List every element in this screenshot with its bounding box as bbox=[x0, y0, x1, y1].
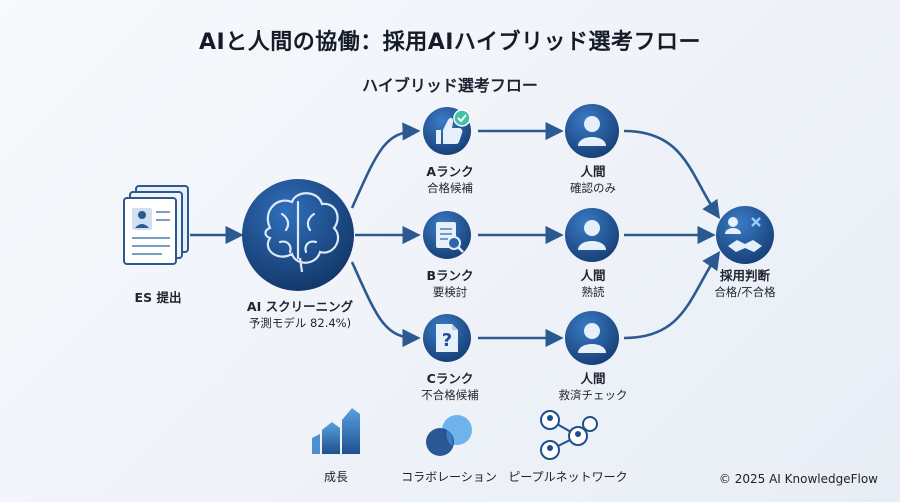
c-rank-sub: 不合格候補 bbox=[421, 388, 479, 402]
human-c-title: 人間 bbox=[580, 371, 606, 386]
human-a-sub: 確認のみ bbox=[570, 181, 616, 195]
decision-label: 採用判断 合格/不合格 bbox=[675, 268, 815, 300]
human-b-sub: 熟読 bbox=[581, 285, 605, 299]
copyright-text: © 2025 AI KnowledgeFlow bbox=[718, 472, 878, 486]
people-network-icon bbox=[540, 410, 598, 460]
a-rank-sub: 合格候補 bbox=[427, 181, 473, 195]
b-rank-sub: 要検討 bbox=[432, 285, 468, 299]
arrow-ai-to-a bbox=[350, 122, 421, 209]
ai-label-sub: 予測モデル 82.4%) bbox=[248, 316, 352, 330]
legend-collab-label: コラボレーション bbox=[401, 470, 497, 484]
human-a-label: 人間 確認のみ bbox=[523, 164, 663, 196]
arrow-ai-to-c bbox=[350, 261, 421, 348]
human-b-label: 人間 熟読 bbox=[523, 268, 663, 300]
ai-label: AI スクリーニング 予測モデル 82.4%) bbox=[230, 299, 370, 331]
human-c-label: 人間 救済チェック bbox=[523, 371, 663, 403]
question-document-icon: ? bbox=[423, 314, 471, 362]
thumbs-up-icon bbox=[423, 107, 471, 155]
legend-growth-label: 成長 bbox=[323, 470, 348, 484]
arrow-human-a-to-decision bbox=[623, 129, 721, 220]
connectors bbox=[190, 121, 721, 348]
b-rank-label: Bランク 要検討 bbox=[380, 268, 520, 300]
person-icon-a bbox=[565, 104, 619, 158]
person-icon-c bbox=[565, 311, 619, 365]
decision-handshake-icon bbox=[716, 206, 774, 264]
decision-sub: 合格/不合格 bbox=[714, 285, 776, 299]
page-title: AIと人間の協働：採用AIハイブリッド選考フロー bbox=[199, 30, 701, 55]
c-rank-label: Cランク 不合格候補 bbox=[380, 371, 520, 403]
c-rank-title: Cランク bbox=[426, 371, 474, 386]
collaboration-icon bbox=[426, 415, 472, 456]
a-rank-title: Aランク bbox=[426, 164, 474, 179]
ai-brain-icon bbox=[242, 179, 354, 291]
human-b-title: 人間 bbox=[580, 268, 606, 283]
arrow-human-c-to-decision bbox=[623, 250, 721, 340]
human-c-sub: 救済チェック bbox=[558, 388, 628, 402]
es-label: ES 提出 bbox=[88, 290, 228, 306]
decision-title: 採用判断 bbox=[719, 268, 770, 283]
a-rank-label: Aランク 合格候補 bbox=[380, 164, 520, 196]
b-rank-title: Bランク bbox=[426, 268, 474, 283]
es-label-title: ES 提出 bbox=[134, 290, 182, 305]
growth-icon bbox=[312, 408, 360, 454]
ai-label-title: AI スクリーニング bbox=[246, 299, 354, 314]
svg-text:?: ? bbox=[442, 330, 452, 351]
person-icon-b bbox=[565, 208, 619, 262]
es-document-icon bbox=[123, 185, 189, 265]
document-search-icon bbox=[423, 211, 471, 259]
human-a-title: 人間 bbox=[580, 164, 606, 179]
flow-subtitle: ハイブリッド選考フロー bbox=[362, 76, 538, 95]
legend-network-label: ピープルネットワーク bbox=[508, 470, 628, 484]
